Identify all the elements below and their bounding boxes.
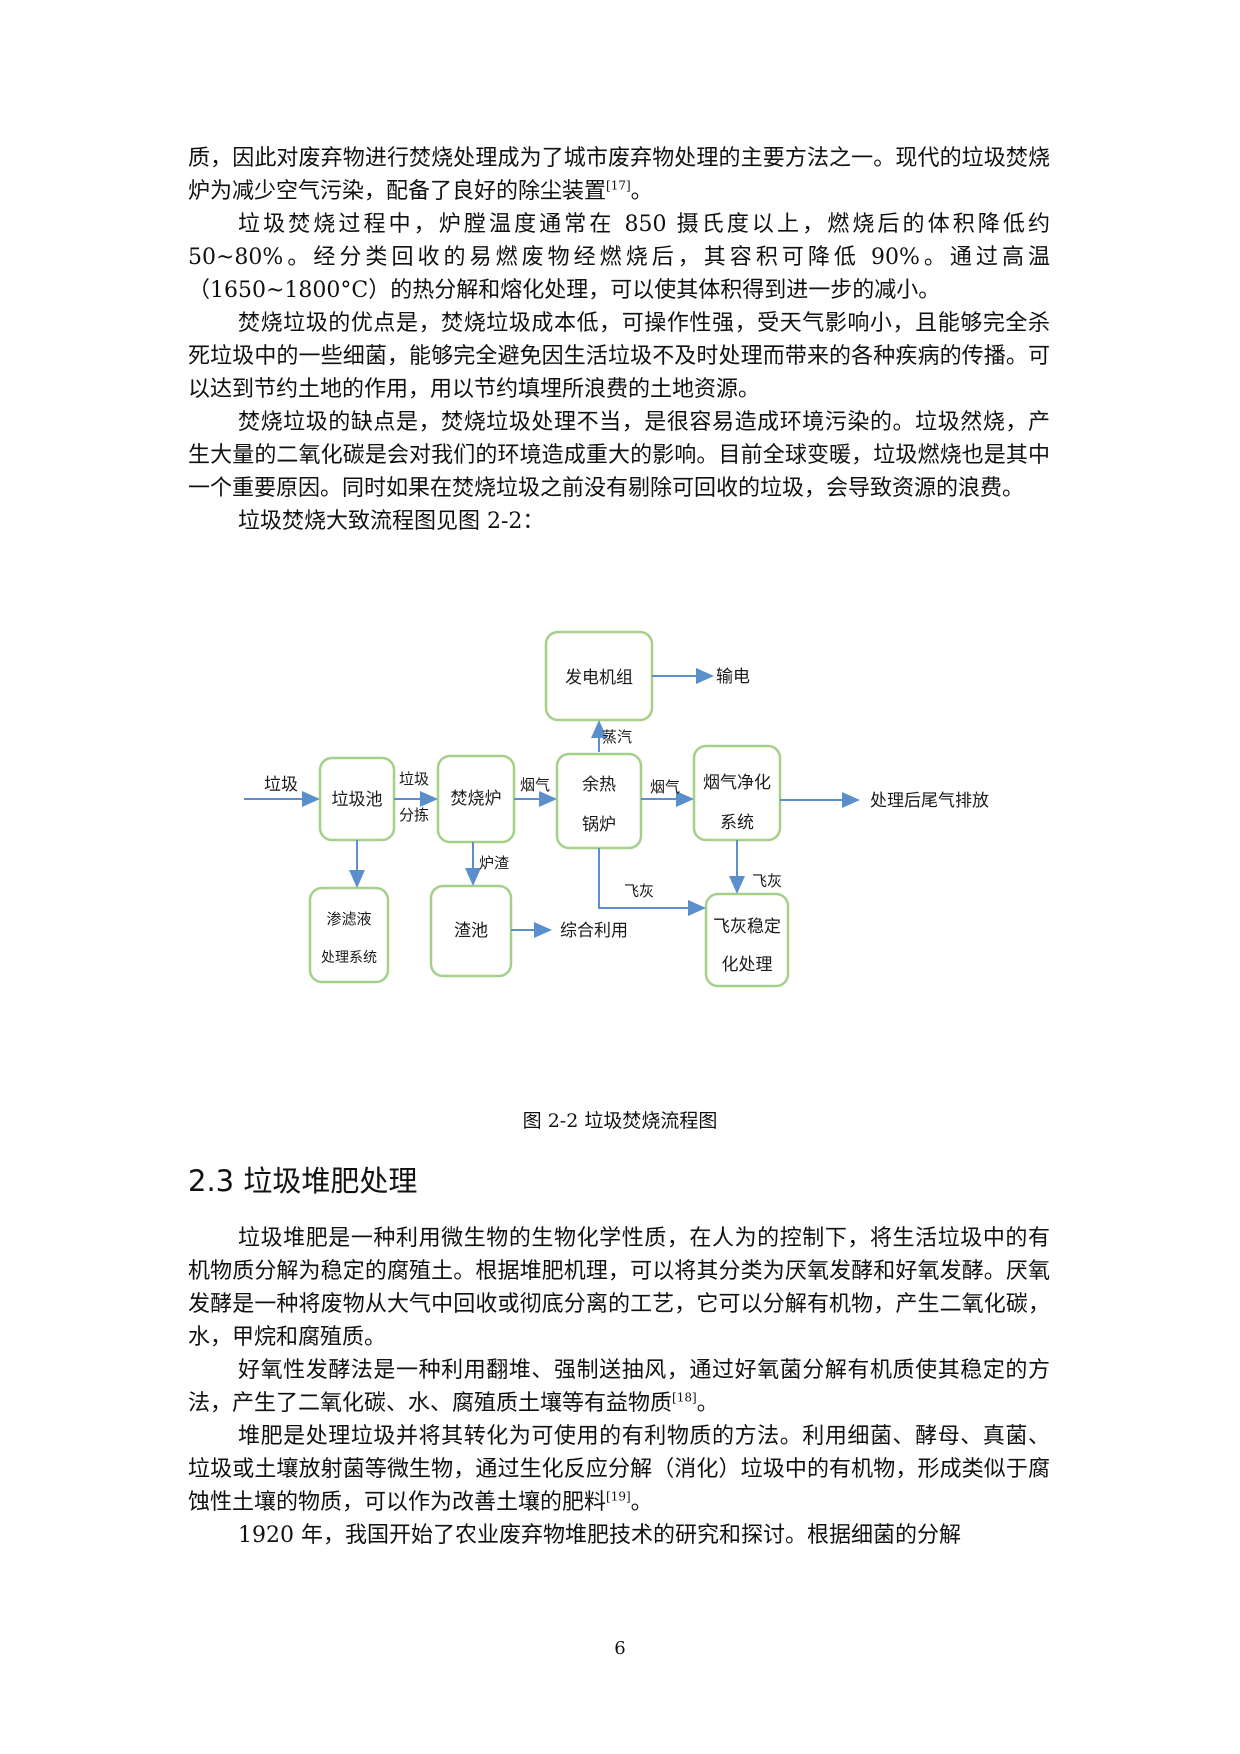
paragraph: 垃圾焚烧大致流程图见图 2-2： [238, 509, 545, 534]
label-power: 输电 [716, 667, 750, 687]
paragraph-text: 质，因此对废弃物进行焚烧处理成为了城市废弃物处理的主要方法之一。现代的垃圾焚烧炉… [188, 146, 1050, 204]
section-text: 垃圾堆肥是一种利用微生物的生物化学性质，在人为的控制下，将生活垃圾中的有机物质分… [188, 1222, 1050, 1552]
node-incinerator-label: 焚烧炉 [451, 789, 502, 809]
label-fly-ash-b: 飞灰 [752, 872, 782, 890]
label-input: 垃圾 [264, 775, 298, 795]
incineration-flow-diagram: 发电机组 垃圾池 焚烧炉 余热 锅炉 烟气净化 系统 渗滤液 处理系统 渣池 [240, 620, 1100, 1040]
paragraph-end: 。 [630, 1490, 653, 1515]
node-slag-pool: 渣池 [429, 884, 513, 978]
label-sort-1: 垃圾 [399, 770, 429, 788]
citation-ref: [17] [606, 178, 631, 193]
node-leachate-label-2: 处理系统 [321, 950, 377, 966]
paragraph: 好氧性发酵法是一种利用翻堆、强制送抽风，通过好氧菌分解有机质使其稳定的方法，产生… [188, 1354, 1050, 1420]
node-boiler-label-2: 锅炉 [582, 815, 616, 835]
node-flyash-label-2: 化处理 [722, 955, 773, 975]
paragraph-end: 。 [630, 179, 653, 204]
node-waste-heat-boiler: 余热 锅炉 [555, 752, 643, 850]
node-incinerator: 焚烧炉 [436, 754, 516, 844]
node-garbage-pool: 垃圾池 [318, 756, 396, 842]
paragraph: 堆肥是处理垃圾并将其转化为可使用的有利物质的方法。利用细菌、酵母、真菌、垃圾或土… [188, 1420, 1050, 1519]
paragraph: 垃圾堆肥是一种利用微生物的生物化学性质，在人为的控制下，将生活垃圾中的有机物质分… [188, 1226, 1050, 1350]
node-leachate-label-1: 渗滤液 [326, 910, 371, 928]
paragraph: 质，因此对废弃物进行焚烧处理成为了城市废弃物处理的主要方法之一。现代的垃圾焚烧炉… [188, 142, 1050, 208]
citation-ref: [19] [606, 1489, 631, 1504]
section-heading: 2.3 垃圾堆肥处理 [188, 1164, 418, 1198]
node-flue-gas-purification: 烟气净化 系统 [692, 744, 782, 842]
label-exhaust: 处理后尾气排放 [870, 791, 989, 811]
intro-text: 质，因此对废弃物进行焚烧处理成为了城市废弃物处理的主要方法之一。现代的垃圾焚烧炉… [188, 142, 1050, 538]
page-number: 6 [614, 1638, 626, 1659]
paragraph-text: 堆肥是处理垃圾并将其转化为可使用的有利物质的方法。利用细菌、酵母、真菌、垃圾或土… [188, 1424, 1050, 1515]
label-flue-2: 烟气 [650, 778, 680, 796]
paragraph: 垃圾焚烧过程中，炉膛温度通常在 850 摄氏度以上，燃烧后的体积降低约 50~8… [188, 212, 1050, 303]
node-pool-label: 垃圾池 [332, 790, 383, 810]
label-reuse: 综合利用 [560, 921, 628, 941]
node-purify-label-2: 系统 [720, 813, 754, 833]
paragraph: 焚烧垃圾的缺点是，焚烧垃圾处理不当，是很容易造成环境污染的。垃圾然烧，产生大量的… [188, 410, 1050, 501]
node-slag-pool-label: 渣池 [454, 921, 488, 941]
node-fly-ash-stabilization: 飞灰稳定 化处理 [704, 892, 790, 988]
paragraph: 焚烧垃圾的优点是，焚烧垃圾成本低，可操作性强，受天气影响小，且能够完全杀死垃圾中… [188, 311, 1050, 402]
paragraph-text: 好氧性发酵法是一种利用翻堆、强制送抽风，通过好氧菌分解有机质使其稳定的方法，产生… [188, 1358, 1050, 1416]
node-boiler-label-1: 余热 [582, 775, 616, 795]
paragraph: 1920 年，我国开始了农业废弃物堆肥技术的研究和探讨。根据细菌的分解 [238, 1523, 961, 1548]
paragraph-end: 。 [696, 1391, 719, 1416]
label-fly-ash-a: 飞灰 [624, 882, 654, 900]
label-steam: 蒸汽 [602, 728, 632, 746]
label-slag: 炉渣 [479, 854, 509, 872]
node-leachate-treatment: 渗滤液 处理系统 [308, 886, 390, 984]
node-flyash-label-1: 飞灰稳定 [713, 917, 781, 937]
citation-ref: [18] [672, 1390, 697, 1405]
node-purify-label-1: 烟气净化 [703, 773, 771, 793]
arrow-boiler-fly-ash [598, 848, 706, 916]
label-sort-2: 分拣 [399, 806, 429, 824]
label-flue-1: 烟气 [520, 776, 550, 794]
flow-diagram-svg: 发电机组 垃圾池 焚烧炉 余热 锅炉 烟气净化 系统 渗滤液 处理系统 渣池 [244, 630, 989, 988]
figure-caption: 图 2-2 垃圾焚烧流程图 [522, 1110, 718, 1132]
node-generator-label: 发电机组 [565, 668, 633, 688]
node-generator: 发电机组 [544, 630, 654, 722]
